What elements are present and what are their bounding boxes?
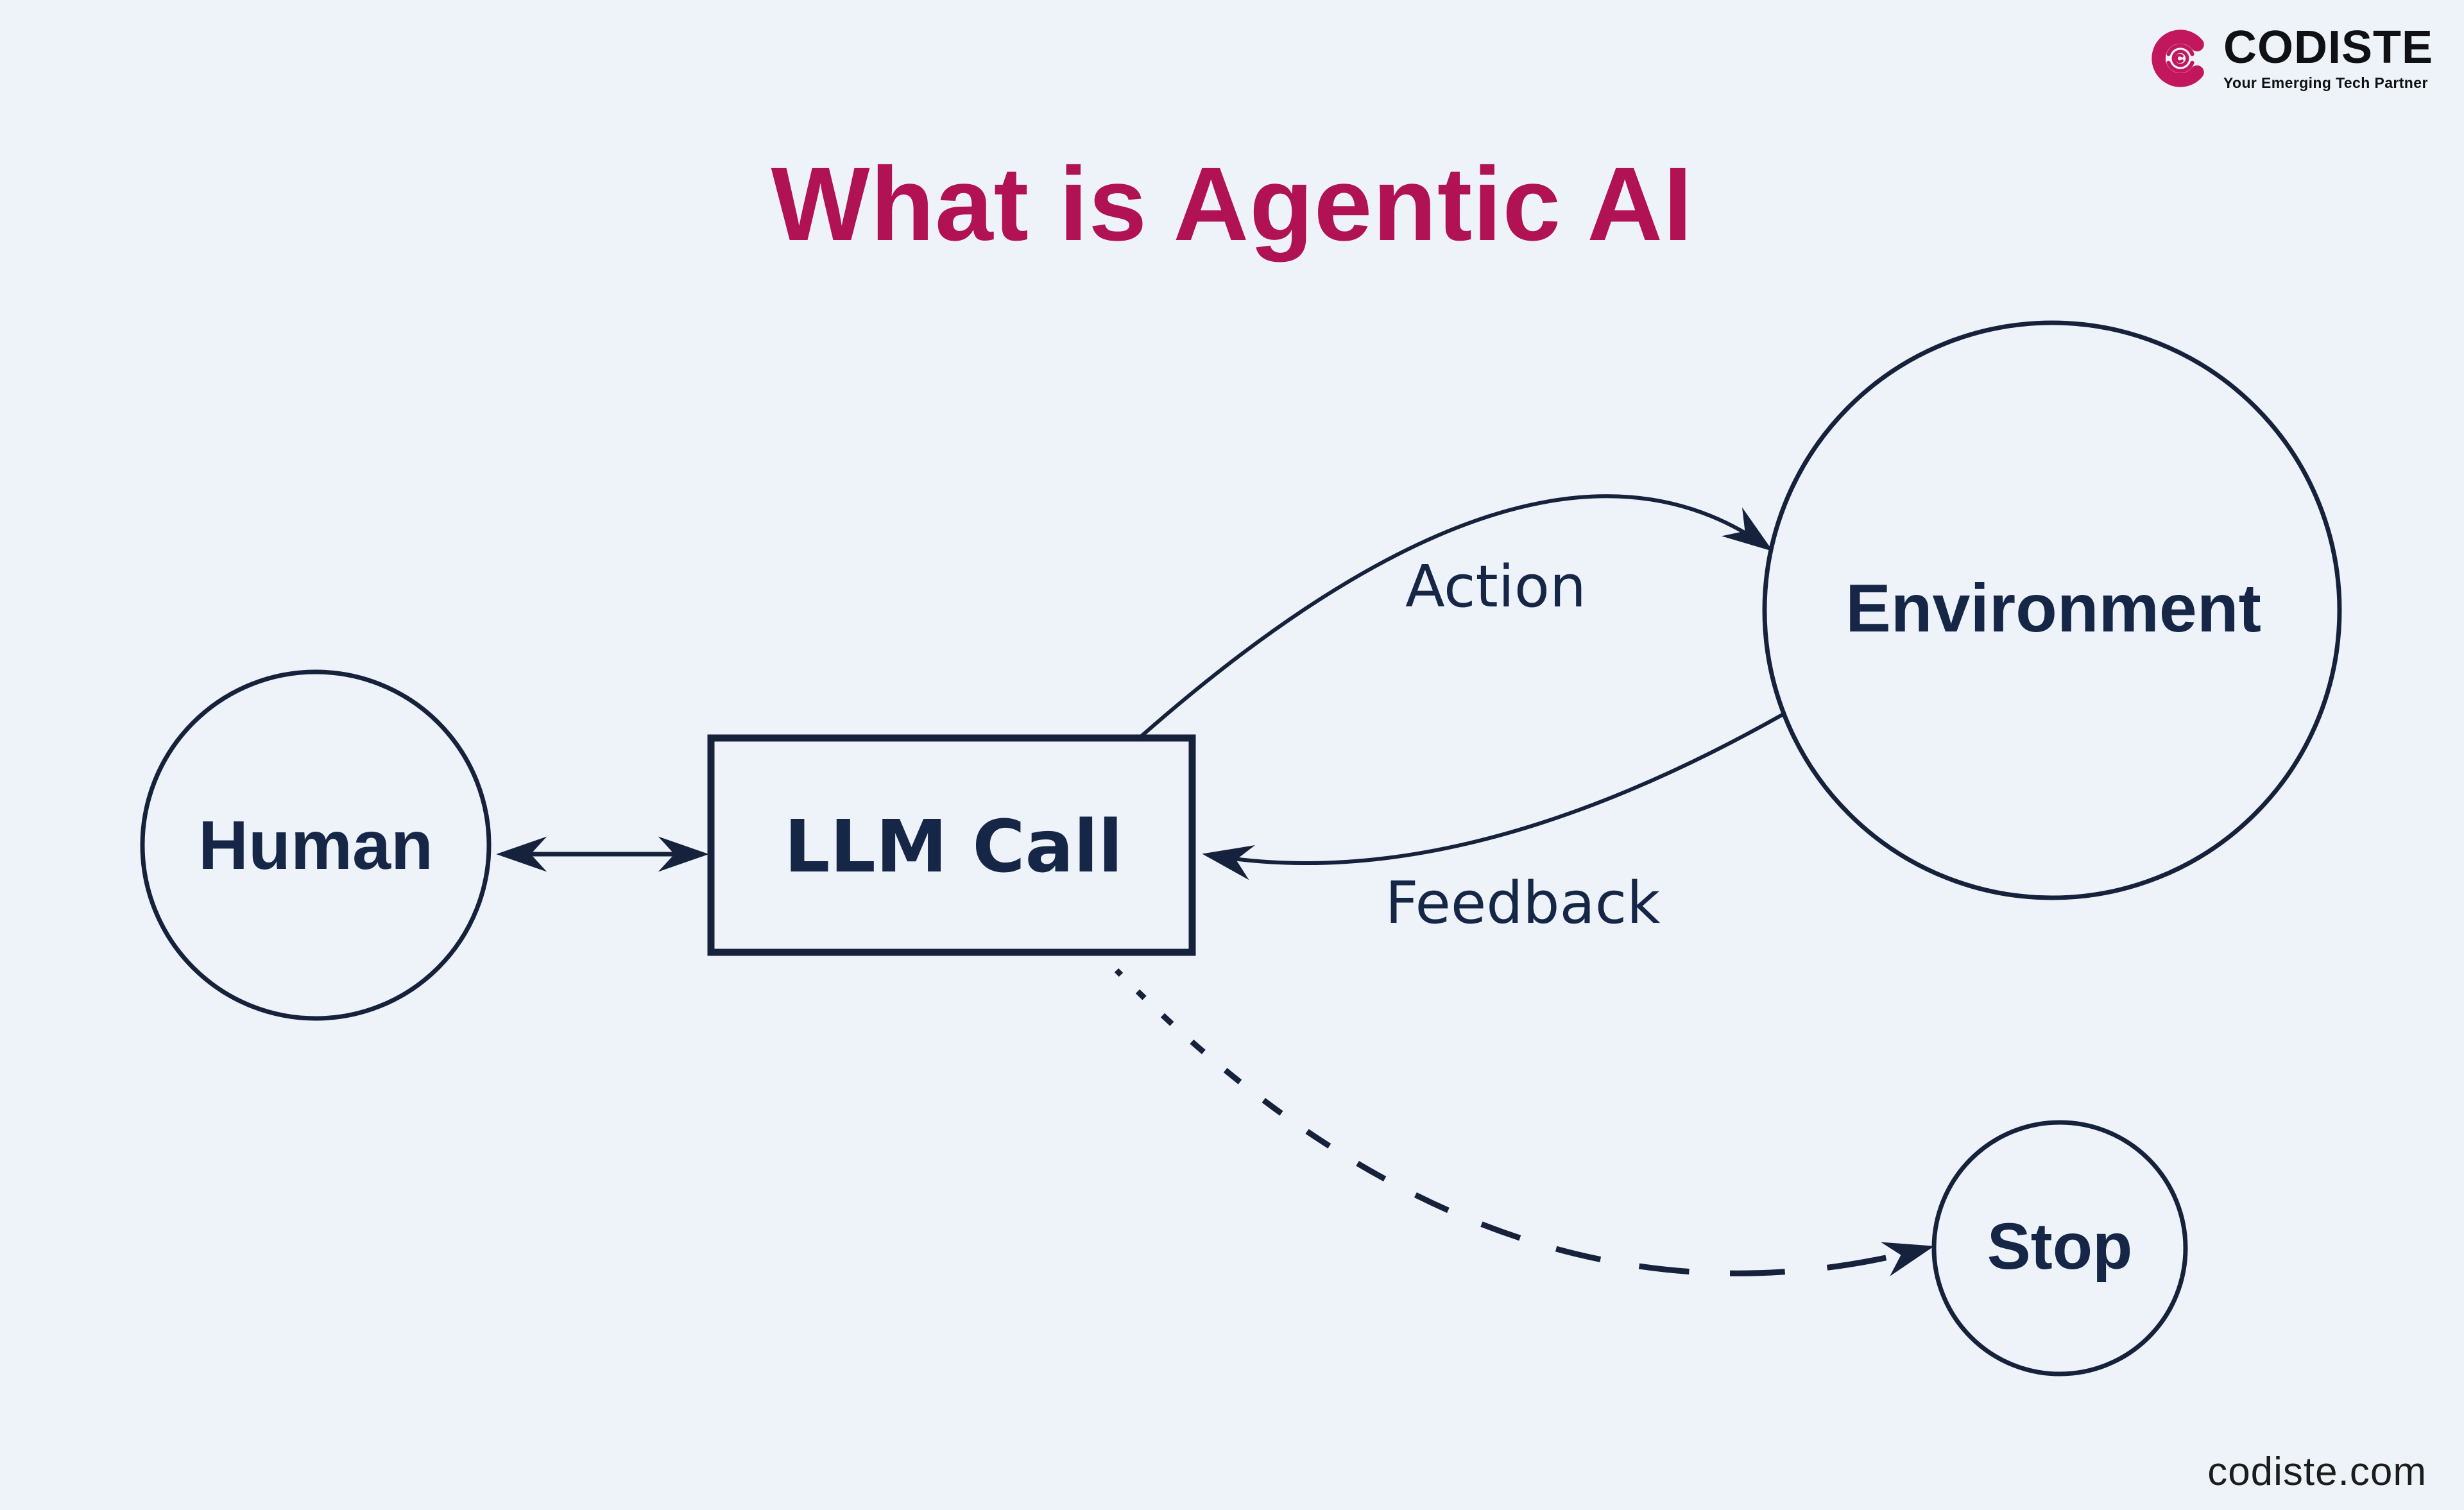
page-title: What is Agentic AI <box>771 145 1693 262</box>
environment-circle <box>1762 320 2342 900</box>
feedback-arrow <box>1202 712 1784 880</box>
human-circle <box>140 669 492 1021</box>
stop-dashed-arrow <box>1114 968 1935 1276</box>
edge-label-action: Action <box>1405 553 1586 621</box>
action-arrow <box>1136 494 1774 742</box>
logo-text: CODISTE Your Emerging Tech Partner <box>2223 24 2433 92</box>
codiste-logo: CODISTE Your Emerging Tech Partner <box>2150 24 2433 92</box>
edge-label-feedback: Feedback <box>1385 870 1661 937</box>
node-label-stop: Stop <box>1987 1210 2133 1283</box>
node-label-human: Human <box>198 806 434 884</box>
logo-wordmark: CODISTE <box>2223 22 2433 73</box>
codiste-logo-icon <box>2152 29 2204 87</box>
logo-tagline: Your Emerging Tech Partner <box>2223 74 2428 91</box>
llm-call-box <box>707 734 1196 956</box>
node-label-llm-call: LLM Call <box>784 805 1123 889</box>
footer-url: codiste.com <box>2207 1450 2427 1494</box>
node-label-environment: Environment <box>1845 571 2261 646</box>
